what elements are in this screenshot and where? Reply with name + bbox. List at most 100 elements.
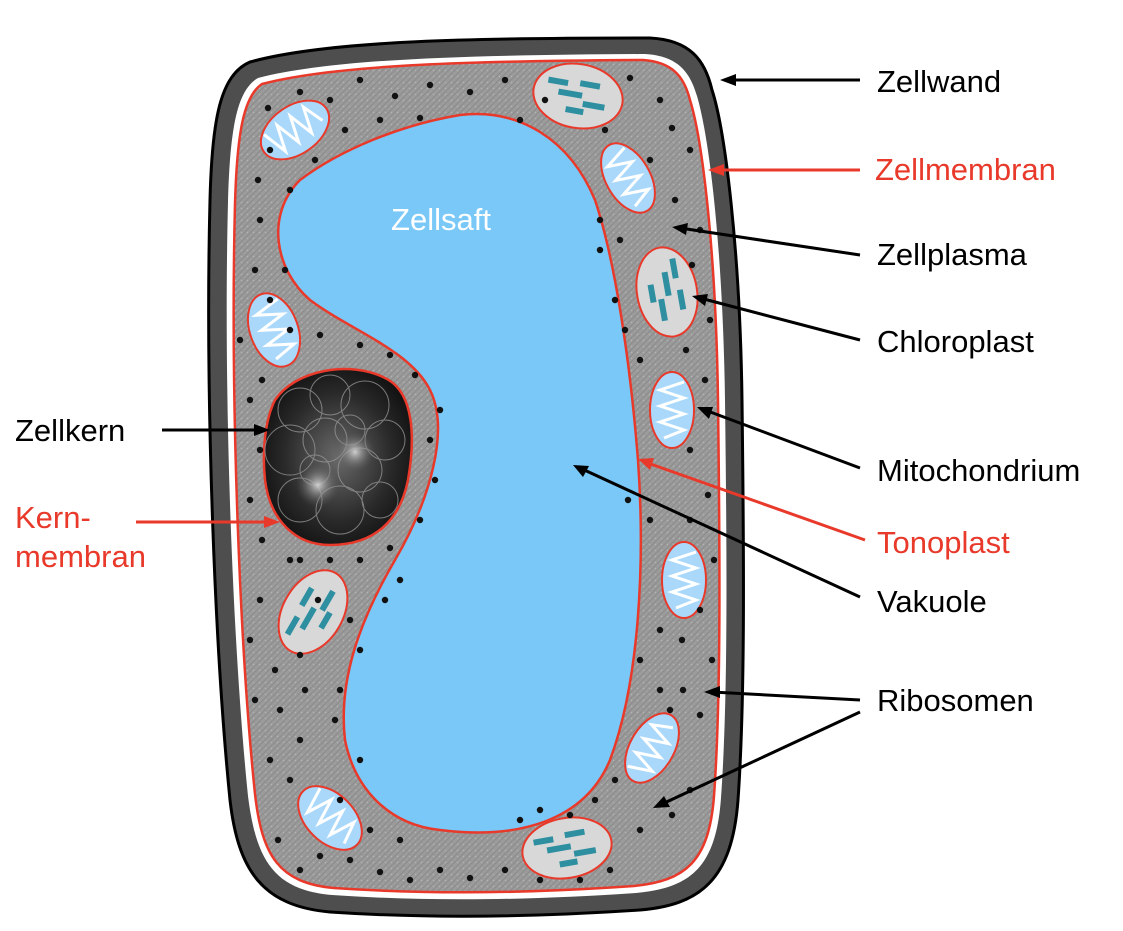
ribosome-dot	[336, 686, 344, 694]
ribosome-dot	[286, 776, 294, 784]
ribosome-dot	[301, 686, 309, 694]
pointer-lines	[136, 78, 866, 807]
ribosome-dot	[636, 826, 644, 834]
label-zellmembran: Zellmembran	[875, 152, 1056, 187]
ribosome-dot	[246, 636, 254, 644]
ribosome-dot	[611, 296, 619, 304]
ribosome-dot	[541, 96, 549, 104]
ribosome-dot	[296, 651, 304, 659]
label-vakuole: Vakuole	[877, 584, 987, 619]
ribosome-dot	[366, 826, 374, 834]
ribosome-dot	[708, 656, 716, 664]
ribosome-dot	[656, 96, 664, 104]
ribosome-dot	[316, 331, 324, 339]
ribosome-dot	[436, 406, 444, 414]
ribosome-dot	[636, 656, 644, 664]
ribosome-dot	[391, 92, 399, 100]
label-zellwand: Zellwand	[877, 64, 1001, 99]
ribosome-dot	[624, 496, 632, 504]
ribosome-dot	[591, 796, 599, 804]
ribosome-dot	[266, 756, 274, 764]
nucleus	[262, 367, 414, 547]
ribosome-dot	[296, 556, 304, 564]
ribosome-dot	[381, 596, 389, 604]
ribosome-dot	[376, 116, 384, 124]
ribosome-dot	[251, 266, 259, 274]
ribosome-dot	[621, 326, 629, 334]
ribosome-dot	[686, 146, 694, 154]
ribosome-dot	[666, 706, 674, 714]
label-ribosomen: Ribosomen	[877, 683, 1034, 718]
ribosome-dot	[356, 646, 364, 654]
ribosome-dot	[246, 496, 254, 504]
ribosome-dot	[246, 396, 254, 404]
ribosome-dot	[281, 266, 289, 274]
ribosome-dot	[236, 336, 244, 344]
ribosome-dot	[704, 491, 712, 499]
ribosome-dot	[688, 261, 696, 269]
ribosome-dot	[606, 866, 614, 874]
ribosome-dot	[626, 74, 634, 82]
ribosome-dot	[416, 114, 424, 122]
ribosome-dot	[516, 816, 524, 824]
ribosome-dot	[416, 516, 424, 524]
label-chloroplast: Chloroplast	[877, 324, 1034, 359]
ribosome-dot	[596, 246, 604, 254]
ribosome-dot	[341, 126, 349, 134]
ribosome-dot	[406, 876, 414, 884]
ribosome-dot	[296, 88, 304, 96]
ribosome-dot	[376, 868, 384, 876]
ribosome-dot	[611, 776, 619, 784]
ribosome-dot	[256, 216, 264, 224]
mitochondria	[246, 99, 707, 851]
ribosome-dot	[256, 446, 264, 454]
ribosome-dot	[436, 866, 444, 874]
ribosome-dot	[286, 186, 294, 194]
ribosome-dot	[426, 81, 434, 89]
vacuole	[277, 112, 643, 834]
label-zellplasma: Zellplasma	[877, 237, 1028, 272]
ribosome-dot	[271, 666, 279, 674]
ribosome-dot	[682, 346, 690, 354]
ribosome-dot	[286, 326, 294, 334]
label-kernmembran-line1: Kern-	[15, 500, 91, 535]
ribosome-dot	[426, 436, 434, 444]
ribosome-dot	[601, 126, 609, 134]
ribosome-dot	[258, 536, 266, 544]
ribosome-dot	[646, 156, 654, 164]
ribosome-dot	[706, 316, 714, 324]
ribosome-dot	[596, 216, 604, 224]
ribosome-dot	[266, 146, 274, 154]
ribosome-dot	[501, 76, 509, 84]
ribosome-dot	[686, 446, 694, 454]
ribosome-dot	[326, 556, 334, 564]
arrowheads	[254, 74, 736, 808]
ribosome-dot	[326, 96, 334, 104]
ribosome-dot	[696, 606, 704, 614]
ribosome-dot	[296, 736, 304, 744]
ribosome-dot	[668, 124, 676, 132]
ribosome-dot	[536, 876, 544, 884]
label-zellkern: Zellkern	[15, 413, 125, 448]
ribosome-dot	[668, 811, 676, 819]
ribosome-dot	[254, 176, 262, 184]
ribosome-dot	[336, 796, 344, 804]
ribosome-dot	[501, 866, 509, 874]
ribosome-dot	[314, 596, 322, 604]
ribosome-dot	[701, 376, 709, 384]
ribosome-dot	[696, 711, 704, 719]
ribosome-dot	[266, 296, 274, 304]
ribosome-dot	[710, 556, 718, 564]
chloroplasts	[277, 62, 699, 880]
ribosome-dot	[331, 716, 339, 724]
ribosome-dot	[466, 874, 474, 882]
ribosome-dot	[576, 876, 584, 884]
ribosome-dot	[296, 866, 304, 874]
ribosome-dot	[646, 516, 654, 524]
label-zellsaft: Zellsaft	[391, 202, 491, 237]
ribosome-dot	[516, 116, 524, 124]
ribosome-dot	[356, 341, 364, 349]
ribosome-dot	[656, 686, 664, 694]
